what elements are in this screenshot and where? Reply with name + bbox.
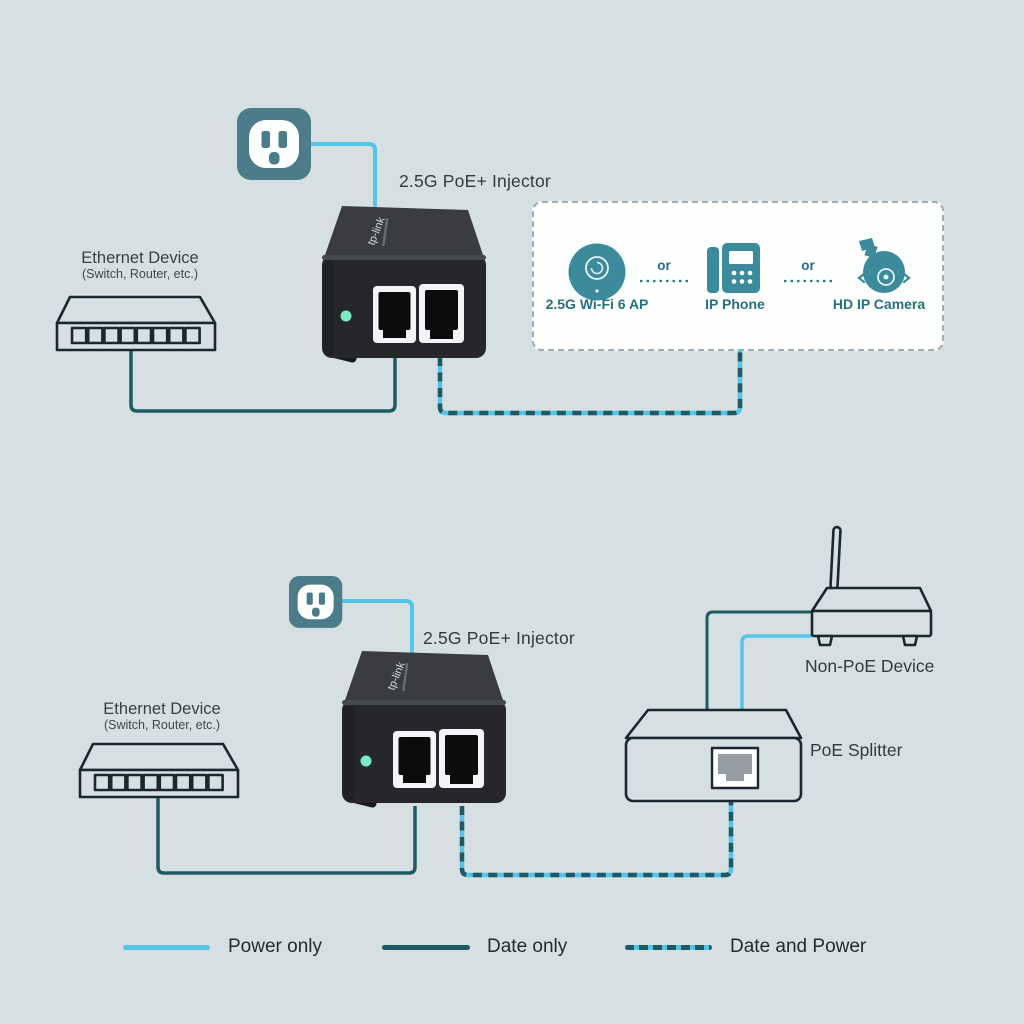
ip-camera-label: HD IP Camera xyxy=(832,296,926,312)
ip-camera-icon xyxy=(857,238,911,293)
legend-data-and-power-label: Date and Power xyxy=(730,936,867,957)
non-poe-router-device xyxy=(810,525,933,647)
power-outlet-icon-bottom xyxy=(289,576,343,628)
power-outlet-icon-top xyxy=(237,108,311,180)
splitter-data-cable xyxy=(705,610,813,712)
data-power-cable-bottom xyxy=(459,800,734,878)
data-power-cable-bottom-underlay xyxy=(459,800,734,878)
wifi-ap-label: 2.5G Wi-Fi 6 AP xyxy=(545,296,649,312)
legend-data-line-swatch xyxy=(382,945,470,950)
ip-phone-icon xyxy=(707,243,760,293)
ethernet-switch-device-bottom xyxy=(78,742,240,799)
bottom-injector-label: 2.5G PoE+ Injector xyxy=(423,628,575,648)
legend-power-line-swatch xyxy=(123,945,210,950)
wifi-ap-icon xyxy=(568,243,626,301)
data-power-cable-top xyxy=(437,350,743,416)
non-poe-device-label: Non-PoE Device xyxy=(805,656,935,676)
poe-injector-device-top xyxy=(322,206,486,364)
bottom-ethernet-device-title: Ethernet Device xyxy=(103,700,221,718)
bottom-ethernet-device-subtitle: (Switch, Router, etc.) xyxy=(103,718,220,732)
power-cable-top xyxy=(308,142,377,207)
legend-power-only-label: Power only xyxy=(228,936,322,957)
data-cable-top xyxy=(129,351,397,413)
splitter-power-cable xyxy=(740,634,812,712)
data-cable-bottom xyxy=(156,798,417,875)
legend-data-power-line-swatch xyxy=(625,945,712,950)
poe-splitter-device xyxy=(624,708,803,803)
poe-injector-device-bottom xyxy=(342,651,506,809)
ethernet-switch-device-top xyxy=(55,295,217,352)
or-separator-label-2: or xyxy=(801,258,815,273)
power-cable-bottom xyxy=(338,599,414,658)
antenna xyxy=(829,525,842,591)
top-ethernet-device-subtitle: (Switch, Router, etc.) xyxy=(81,267,198,281)
poe-splitter-label: PoE Splitter xyxy=(810,740,903,760)
legend-data-only-label: Date only xyxy=(487,936,568,957)
data-power-cable-top-underlay xyxy=(437,350,743,416)
or-separator-label-1: or xyxy=(657,258,671,273)
top-ethernet-device-title: Ethernet Device xyxy=(81,249,199,267)
ip-phone-label: IP Phone xyxy=(705,296,765,312)
top-injector-label: 2.5G PoE+ Injector xyxy=(399,171,551,191)
